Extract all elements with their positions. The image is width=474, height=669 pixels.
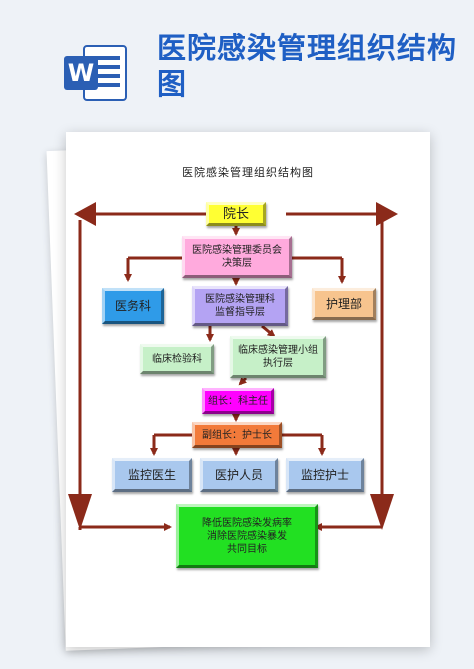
node-dean[interactable]: 院长	[206, 202, 266, 226]
node-staff[interactable]: 医护人员	[200, 458, 278, 492]
arrowhead-right	[376, 202, 398, 226]
node-infection-dept[interactable]: 医院感染管理科 监督指导层	[192, 286, 288, 326]
arrowhead-right-down	[370, 494, 394, 530]
document-page: 医院感染管理组织结构图	[66, 132, 430, 647]
node-monitor-nurse[interactable]: 监控护士	[286, 458, 364, 492]
node-leader[interactable]: 组长：科主任	[202, 388, 274, 414]
node-goal[interactable]: 降低医院感染发病率 消除医院感染暴发 共同目标	[176, 504, 318, 568]
arrowhead-left	[74, 202, 96, 226]
node-deputy[interactable]: 副组长：护士长	[192, 422, 282, 448]
word-icon-letter: W	[68, 59, 94, 87]
word-icon: W	[64, 45, 127, 101]
node-clinical-group[interactable]: 临床感染管理小组 执行层	[230, 336, 326, 378]
connector-arrows	[68, 202, 398, 531]
node-committee[interactable]: 医院感染管理委员会 决策层	[182, 236, 292, 278]
document-title: 医院感染管理组织结构图	[182, 166, 314, 179]
node-lab[interactable]: 临床检验科	[140, 344, 214, 374]
page-title: 医院感染管理组织结构图	[157, 31, 458, 101]
arrowhead-left-down	[68, 494, 92, 530]
arrow-dept-group	[261, 324, 276, 338]
node-medical[interactable]: 医务科	[102, 288, 164, 324]
arrow-group-leader	[238, 376, 248, 386]
node-nursing[interactable]: 护理部	[312, 288, 376, 320]
node-monitor-doctor[interactable]: 监控医生	[112, 458, 192, 492]
